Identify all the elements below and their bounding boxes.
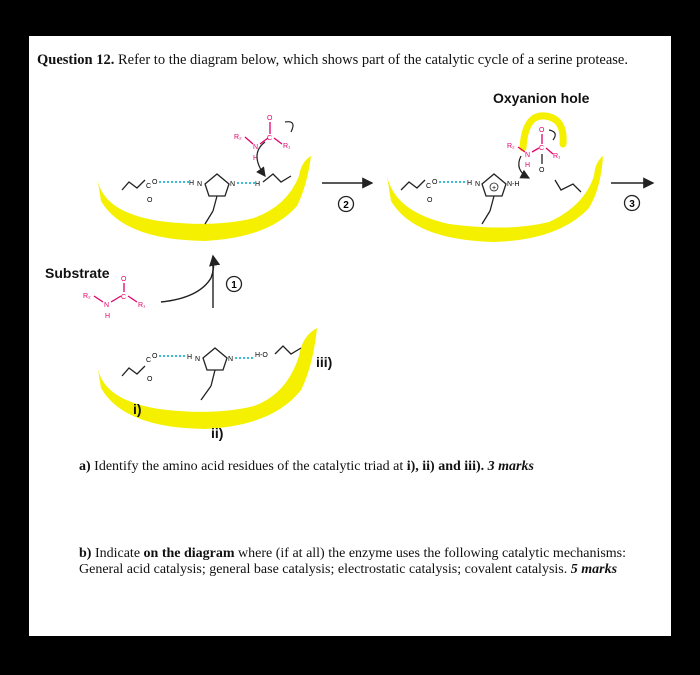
svg-text:R₂: R₂ xyxy=(507,143,515,150)
residue-label-iii: iii) xyxy=(316,354,333,370)
part-a-marks: 3 marks xyxy=(487,459,534,474)
part-a-text: a) Identify the amino acid residues of t… xyxy=(79,459,649,475)
svg-text:C: C xyxy=(146,183,151,190)
svg-text:H: H xyxy=(255,181,260,188)
his-ring-3 xyxy=(202,347,228,371)
step-2-arrow: 2 xyxy=(322,177,374,213)
step-3-arrow: 3 xyxy=(611,177,655,212)
question-page: Question 12. Refer to the diagram below,… xyxy=(29,36,671,636)
svg-text:N: N xyxy=(525,152,530,159)
svg-text:N: N xyxy=(253,144,258,151)
his-ring-2 xyxy=(481,173,507,197)
step-3-label: 3 xyxy=(629,199,635,210)
ser-chain-2 xyxy=(554,179,582,193)
svg-text:O: O xyxy=(147,197,153,204)
asp-chain-2 xyxy=(400,179,426,191)
svg-text:C: C xyxy=(539,145,544,152)
oxyanion-hole-loop xyxy=(519,112,567,152)
svg-text:C: C xyxy=(267,135,272,142)
part-b-marks: 5 marks xyxy=(570,562,618,577)
residue-label-ii: ii) xyxy=(211,425,224,441)
part-b-post: where (if at all) the enzyme uses the fo… xyxy=(79,546,627,577)
svg-text:O: O xyxy=(152,353,158,360)
part-b-label: b) xyxy=(79,546,92,561)
svg-text:O: O xyxy=(121,276,127,283)
free-substrate: R₂ N H C R₁ O xyxy=(83,276,146,320)
catalytic-cycle-diagram: C O O H N N H R₂ N H C R₁ O xyxy=(83,112,655,429)
asp-chain-3 xyxy=(121,365,146,377)
panel-acyl-intermediate-1: C O O H N N H R₂ N H C R₁ O xyxy=(97,115,311,241)
panel-free-enzyme: C O O H N N H-O xyxy=(97,328,317,429)
step-1-label: 1 xyxy=(231,280,237,291)
svg-text:O: O xyxy=(147,376,153,383)
svg-text:N: N xyxy=(104,302,109,309)
svg-text:R₂: R₂ xyxy=(234,134,242,141)
svg-text:O: O xyxy=(539,167,545,174)
enzyme-pocket-2 xyxy=(387,156,603,242)
svg-text:N: N xyxy=(195,356,200,363)
substrate-label: Substrate xyxy=(45,265,110,281)
his-ring-1 xyxy=(204,173,230,197)
part-b-emphasis: on the diagram xyxy=(143,546,235,561)
svg-text:R₂: R₂ xyxy=(83,293,91,300)
svg-text:R₁: R₁ xyxy=(553,153,561,160)
svg-text:N: N xyxy=(230,181,235,188)
svg-text:O: O xyxy=(427,197,433,204)
step-1-arrow: 1 xyxy=(160,254,243,308)
part-a-body: Identify the amino acid residues of the … xyxy=(94,459,404,474)
svg-text:H: H xyxy=(525,162,530,169)
svg-text:R₁: R₁ xyxy=(138,302,146,309)
ser-chain-1 xyxy=(262,173,292,183)
part-b-pre: Indicate xyxy=(94,546,141,561)
svg-text:O: O xyxy=(432,179,438,186)
svg-text:N-H: N-H xyxy=(507,181,519,188)
enzyme-pocket-3 xyxy=(97,328,317,429)
ser-chain-3 xyxy=(274,345,302,355)
svg-text:H: H xyxy=(105,313,110,320)
svg-text:O: O xyxy=(539,127,545,134)
svg-text:N: N xyxy=(197,181,202,188)
svg-text:R₁: R₁ xyxy=(283,143,291,150)
svg-text:H: H xyxy=(467,180,472,187)
oxyanion-hole-label: Oxyanion hole xyxy=(493,90,590,106)
svg-text:C: C xyxy=(146,357,151,364)
svg-text:N: N xyxy=(228,356,233,363)
svg-text:H: H xyxy=(253,155,258,162)
svg-text:O: O xyxy=(267,115,273,122)
svg-text:C: C xyxy=(426,183,431,190)
question-body: Refer to the diagram below, which shows … xyxy=(117,52,628,68)
svg-text:C: C xyxy=(121,294,126,301)
residue-label-i: i) xyxy=(133,401,142,417)
step-2-label: 2 xyxy=(343,200,349,211)
part-a-label: a) xyxy=(79,459,91,474)
question-number: Question 12. xyxy=(37,52,115,68)
svg-text:O: O xyxy=(152,179,158,186)
enzyme-pocket-1 xyxy=(97,156,311,241)
svg-text:H: H xyxy=(189,180,194,187)
svg-text:+: + xyxy=(492,185,496,192)
part-a-refs: i), ii) and iii). xyxy=(406,459,485,474)
svg-text:N: N xyxy=(475,181,480,188)
asp-chain-1 xyxy=(121,179,146,191)
panel-tetrahedral-intermediate: C O O H N + N-H R₂ N H C R₁ O O xyxy=(387,112,603,242)
svg-text:H-O: H-O xyxy=(255,352,268,359)
question-text: Question 12. Refer to the diagram below,… xyxy=(37,52,657,69)
part-b-text: b) Indicate on the diagram where (if at … xyxy=(79,546,649,578)
svg-text:H: H xyxy=(187,354,192,361)
